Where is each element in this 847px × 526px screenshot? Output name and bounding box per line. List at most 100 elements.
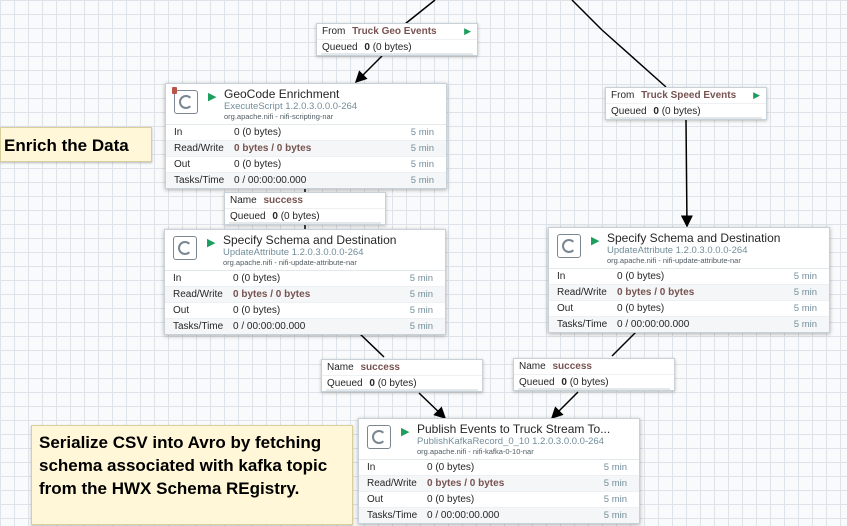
stat-window: 5 min — [409, 305, 433, 316]
bulletin-icon[interactable] — [172, 87, 177, 94]
processor-bundle: org.apache.nifi - nifi-update-attribute-… — [223, 258, 357, 267]
stat-rw-value: 0 bytes / 0 bytes — [617, 287, 695, 298]
processor-specify-schema-left[interactable]: ▶ Specify Schema and Destination UpdateA… — [164, 229, 446, 335]
connection-queue-row: Queued 0 (0 bytes) — [514, 375, 674, 390]
stat-window: 5 min — [409, 273, 433, 284]
stat-tasks-label: Tasks/Time — [557, 319, 608, 330]
processor-publish-events[interactable]: ▶ Publish Events to Truck Stream To... P… — [358, 418, 640, 524]
queued-size: (0 bytes) — [372, 42, 412, 53]
processor-icon — [174, 90, 198, 114]
stat-window: 5 min — [793, 303, 817, 314]
connection-name-row: Name success — [322, 360, 482, 376]
connection-from-truck-speed-events[interactable]: From Truck Speed Events ▶ Queued 0 (0 by… — [605, 87, 767, 120]
queued-size: (0 bytes) — [377, 378, 417, 389]
stat-rw-value: 0 bytes / 0 bytes — [233, 289, 311, 300]
queued-size: (0 bytes) — [280, 211, 320, 222]
queue-progress-bar — [518, 388, 670, 390]
stat-out-row: Out 0 (0 bytes) 5 min — [549, 301, 829, 317]
label-serialize-line-1: Serialize CSV into Avro by fetching — [39, 433, 322, 452]
relationship-name: success — [263, 195, 303, 206]
processor-name: Publish Events to Truck Stream To... — [417, 422, 611, 436]
processor-type: UpdateAttribute 1.2.0.3.0.0.0-264 — [607, 245, 748, 256]
label-enrich-text: Enrich the Data — [4, 136, 129, 155]
processor-header: ▶ GeoCode Enrichment ExecuteScript 1.2.0… — [166, 84, 446, 125]
from-label: From — [322, 26, 346, 37]
processor-bundle: org.apache.nifi - nifi-kafka-0-10-nar — [417, 447, 534, 456]
relationship-name: success — [552, 361, 592, 372]
stat-in-label: In — [367, 462, 376, 473]
stat-in-value: 0 (0 bytes) — [234, 127, 282, 138]
connection-source-row: From Truck Speed Events ▶ — [606, 88, 766, 104]
stat-tasks-value: 0 / 00:00:00.000 — [234, 175, 307, 186]
stat-rw-row: Read/Write 0 bytes / 0 bytes 5 min — [549, 285, 829, 301]
stat-window: 5 min — [410, 159, 434, 170]
label-serialize-line-2: schema associated with kafka topic — [39, 456, 328, 475]
stat-window: 5 min — [409, 289, 433, 300]
running-icon: ▶ — [207, 237, 216, 249]
processor-type: UpdateAttribute 1.2.0.3.0.0.0-264 — [223, 247, 364, 258]
label-serialize-csv[interactable]: Serialize CSV into Avro by fetching sche… — [31, 425, 353, 525]
connection-queue-row: Queued 0 (0 bytes) — [225, 209, 385, 224]
queued-count: 0 — [364, 42, 370, 53]
stat-out-label: Out — [557, 303, 574, 314]
stat-in-label: In — [557, 271, 566, 282]
stat-window: 5 min — [603, 494, 627, 505]
processor-bundle: org.apache.nifi - nifi-update-attribute-… — [607, 256, 741, 265]
stat-tasks-value: 0 / 00:00:00.000 — [233, 321, 306, 332]
queued-label: Queued — [327, 378, 363, 389]
name-label: Name — [230, 195, 257, 206]
processor-name: Specify Schema and Destination — [607, 231, 781, 245]
stat-out-label: Out — [174, 159, 191, 170]
stat-window: 5 min — [603, 462, 627, 473]
source-name: Truck Geo Events — [352, 26, 437, 37]
connection-success-right[interactable]: Name success Queued 0 (0 bytes) — [513, 358, 675, 391]
stat-window: 5 min — [793, 271, 817, 282]
stat-out-label: Out — [367, 494, 384, 505]
processor-icon — [173, 236, 197, 260]
stat-tasks-value: 0 / 00:00:00.000 — [427, 510, 500, 521]
connection-name-row: Name success — [514, 359, 674, 375]
processor-specify-schema-right[interactable]: ▶ Specify Schema and Destination UpdateA… — [548, 227, 830, 333]
stat-rw-label: Read/Write — [174, 143, 224, 154]
label-enrich-the-data[interactable]: Enrich the Data — [0, 127, 152, 162]
stat-window: 5 min — [793, 287, 817, 298]
queued-size: (0 bytes) — [569, 377, 609, 388]
stat-out-value: 0 (0 bytes) — [617, 303, 665, 314]
relationship-name: success — [360, 362, 400, 373]
processor-name: GeoCode Enrichment — [224, 87, 340, 101]
stat-in-value: 0 (0 bytes) — [233, 273, 281, 284]
queued-count: 0 — [272, 211, 278, 222]
processor-type: ExecuteScript 1.2.0.3.0.0.0-264 — [224, 101, 358, 112]
processor-geocode-enrichment[interactable]: ▶ GeoCode Enrichment ExecuteScript 1.2.0… — [165, 83, 447, 189]
processor-type: PublishKafkaRecord_0_10 1.2.0.3.0.0.0-26… — [417, 436, 604, 447]
connection-success-geocode[interactable]: Name success Queued 0 (0 bytes) — [224, 192, 386, 225]
name-label: Name — [519, 361, 546, 372]
connection-success-left[interactable]: Name success Queued 0 (0 bytes) — [321, 359, 483, 392]
running-icon: ▶ — [591, 235, 600, 247]
stat-rw-value: 0 bytes / 0 bytes — [427, 478, 505, 489]
running-port-icon: ▶ — [464, 26, 471, 36]
queued-label: Queued — [322, 42, 358, 53]
connection-from-truck-geo-events[interactable]: From Truck Geo Events ▶ Queued 0 (0 byte… — [316, 23, 478, 56]
queued-count: 0 — [369, 378, 375, 389]
processor-bundle: org.apache.nifi - nifi-scripting-nar — [224, 112, 334, 121]
stat-window: 5 min — [603, 510, 627, 521]
stat-rw-label: Read/Write — [557, 287, 607, 298]
connection-queue-row: Queued 0 (0 bytes) — [317, 40, 477, 55]
stat-window: 5 min — [793, 319, 817, 330]
stat-window: 5 min — [410, 143, 434, 154]
queue-progress-bar — [321, 53, 473, 55]
source-name: Truck Speed Events — [641, 90, 737, 101]
